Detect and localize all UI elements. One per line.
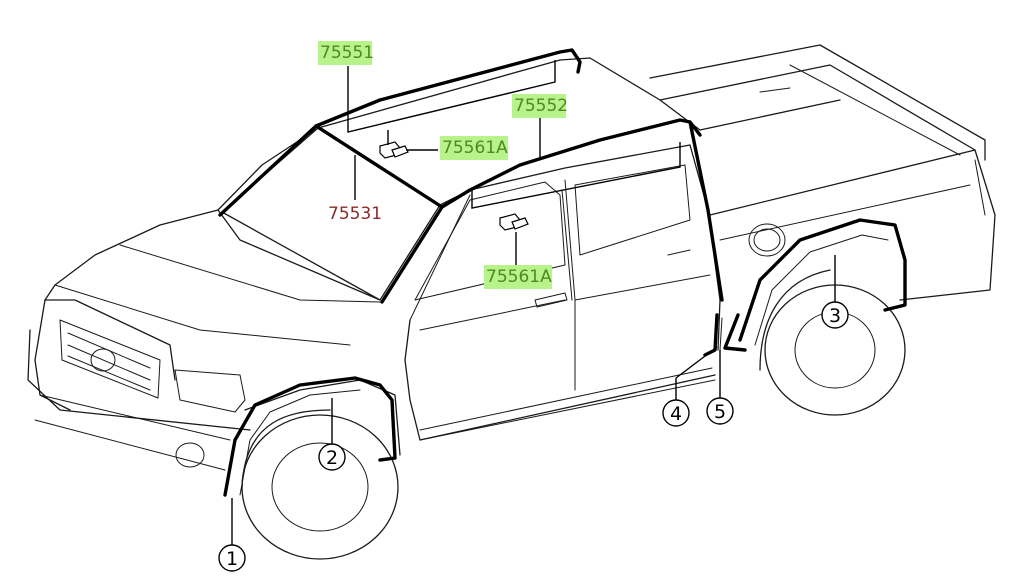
label-75561A-lower[interactable]: 75561A: [484, 265, 552, 289]
clip-lower-part: [499, 213, 529, 231]
callout-1-number: 1: [226, 548, 238, 570]
rear-wheel: [759, 269, 906, 416]
front-fender-flare-part: [223, 376, 397, 497]
callout-5-number: 5: [714, 401, 726, 423]
molding-parts: [218, 48, 907, 497]
label-75551[interactable]: 75551: [318, 41, 374, 65]
callout-4: 4: [662, 399, 690, 427]
label-75531: 75531: [328, 204, 382, 224]
mudguard-rear-part: [723, 313, 747, 352]
part-number-roof-drip-right[interactable]: 75552: [514, 96, 568, 116]
callout-3: 3: [821, 301, 849, 329]
label-75552[interactable]: 75552: [512, 94, 568, 118]
callout-2-number: 2: [326, 447, 338, 469]
clip-upper-part: [379, 141, 409, 159]
part-number-clip-lower[interactable]: 75561A: [486, 267, 552, 287]
callout-2: 2: [318, 443, 346, 471]
part-number-roof-drip-left[interactable]: 75551: [320, 43, 374, 63]
part-number-clip-upper[interactable]: 75561A: [442, 138, 508, 158]
roof-drip-right-part: [440, 118, 702, 209]
front-wheel: [241, 409, 399, 560]
label-75561A-upper[interactable]: 75561A: [440, 136, 508, 160]
rear-fender-flare-part: [738, 218, 907, 342]
callout-4-number: 4: [670, 403, 682, 425]
roof-drip-left-part: [314, 48, 582, 128]
part-number-windshield-molding: 75531: [328, 204, 382, 224]
leader-lines: [231, 60, 836, 545]
callout-5: 5: [706, 397, 734, 425]
callout-3-number: 3: [829, 305, 841, 327]
windshield-molding-part: [218, 124, 444, 304]
rear-pillar-molding-part: [688, 120, 724, 302]
callout-1: 1: [218, 544, 246, 572]
